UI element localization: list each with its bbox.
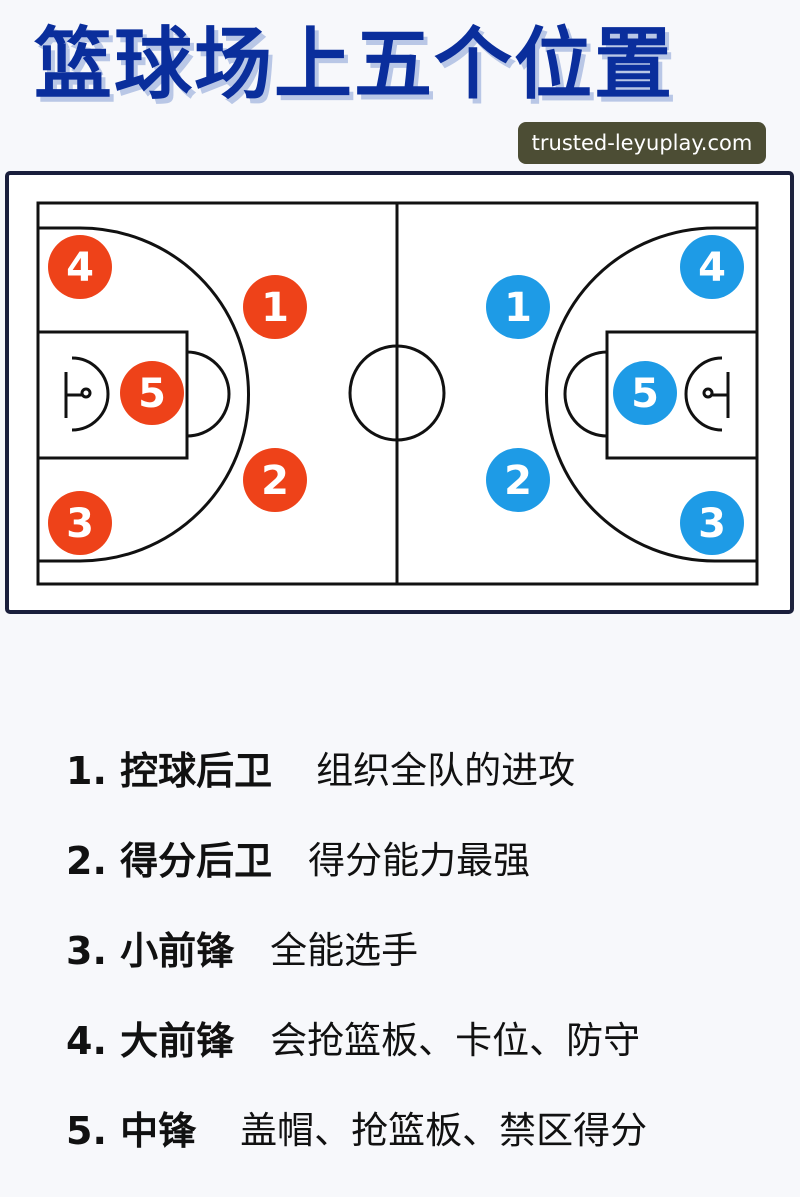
- page-title: 篮球场上五个位置: [34, 20, 675, 110]
- free-throw-arc-left: [186, 350, 231, 438]
- list-item: 2. 得分后卫 得分能力最强: [66, 812, 647, 902]
- paint-left: [36, 330, 189, 460]
- player-number: 2: [504, 458, 532, 504]
- player-number: 2: [261, 458, 289, 504]
- position-name: 3. 小前锋: [66, 928, 235, 973]
- right-player-2: 2: [486, 448, 550, 512]
- position-list: 1. 控球后卫 组织全队的进攻 2. 得分后卫 得分能力最强 3. 小前锋 全能…: [66, 722, 647, 1172]
- player-number: 4: [698, 245, 726, 291]
- right-player-4: 4: [680, 235, 744, 299]
- paint-right: [605, 330, 759, 460]
- list-item: 1. 控球后卫 组织全队的进攻: [66, 722, 647, 812]
- hoop-left: [80, 387, 92, 399]
- player-number: 1: [504, 285, 532, 331]
- restricted-arc-right: [684, 356, 723, 432]
- position-description: 得分能力最强: [308, 839, 531, 882]
- right-player-1: 1: [486, 275, 550, 339]
- left-player-3: 3: [48, 491, 112, 555]
- player-marker: [613, 361, 677, 425]
- player-marker: [486, 448, 550, 512]
- right-player-5: 5: [613, 361, 677, 425]
- player-number: 5: [138, 371, 166, 417]
- center-circle: [348, 344, 446, 442]
- free-throw-arc-right: [563, 350, 608, 438]
- watermark: trusted-leyuplay.com: [518, 122, 766, 164]
- left-player-1: 1: [243, 275, 307, 339]
- three-point-line-left: [38, 226, 250, 563]
- player-marker: [48, 491, 112, 555]
- list-item: 5. 中锋 盖帽、抢篮板、禁区得分: [66, 1082, 647, 1172]
- position-description: 会抢篮板、卡位、防守: [270, 1019, 641, 1062]
- player-marker: [680, 235, 744, 299]
- player-number: 3: [66, 501, 94, 547]
- position-name: 5. 中锋: [66, 1108, 197, 1153]
- three-point-line-right: [545, 226, 757, 563]
- hoop-right: [702, 387, 714, 399]
- left-player-4: 4: [48, 235, 112, 299]
- position-description: 盖帽、抢篮板、禁区得分: [240, 1109, 648, 1152]
- player-marker: [680, 491, 744, 555]
- position-name: 1. 控球后卫: [66, 748, 273, 793]
- left-player-2: 2: [243, 448, 307, 512]
- basketball-court-diagram: 4 1 5 2 3 4 1 5 2 3: [5, 171, 794, 614]
- player-marker: [243, 275, 307, 339]
- player-marker: [48, 235, 112, 299]
- list-item: 4. 大前锋 会抢篮板、卡位、防守: [66, 992, 647, 1082]
- player-number: 5: [631, 371, 659, 417]
- restricted-arc-left: [71, 356, 110, 432]
- player-number: 1: [261, 285, 289, 331]
- right-player-3: 3: [680, 491, 744, 555]
- player-marker: [486, 275, 550, 339]
- player-marker: [243, 448, 307, 512]
- player-marker: [120, 361, 184, 425]
- player-number: 3: [698, 501, 726, 547]
- list-item: 3. 小前锋 全能选手: [66, 902, 647, 992]
- position-name: 2. 得分后卫: [66, 838, 273, 883]
- left-player-5: 5: [120, 361, 184, 425]
- player-number: 4: [66, 245, 94, 291]
- position-description: 全能选手: [270, 929, 419, 972]
- position-name: 4. 大前锋: [66, 1018, 235, 1063]
- position-description: 组织全队的进攻: [316, 749, 576, 792]
